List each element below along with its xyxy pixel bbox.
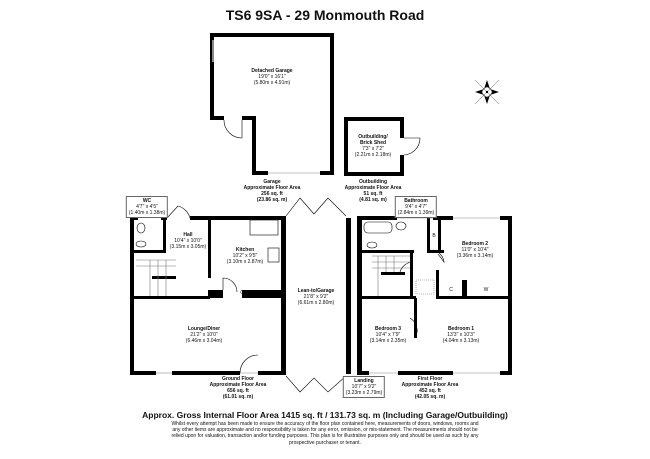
doors-and-fittings	[135, 40, 500, 393]
wardrobe-label: W	[483, 287, 489, 293]
cupboard-c-label-ground: C	[240, 290, 244, 296]
cupboard-b-label: B	[432, 233, 436, 239]
cupboard-c-label-first: C	[449, 287, 453, 293]
page-title: TS6 9SA - 29 Monmouth Road	[225, 7, 425, 23]
walls	[130, 33, 512, 375]
compass-rose-icon	[474, 79, 500, 105]
gross-floor-area: Approx. Gross Internal Floor Area 1415 s…	[142, 410, 508, 420]
disclaimer: Whilst every attempt has been made to en…	[171, 421, 479, 446]
